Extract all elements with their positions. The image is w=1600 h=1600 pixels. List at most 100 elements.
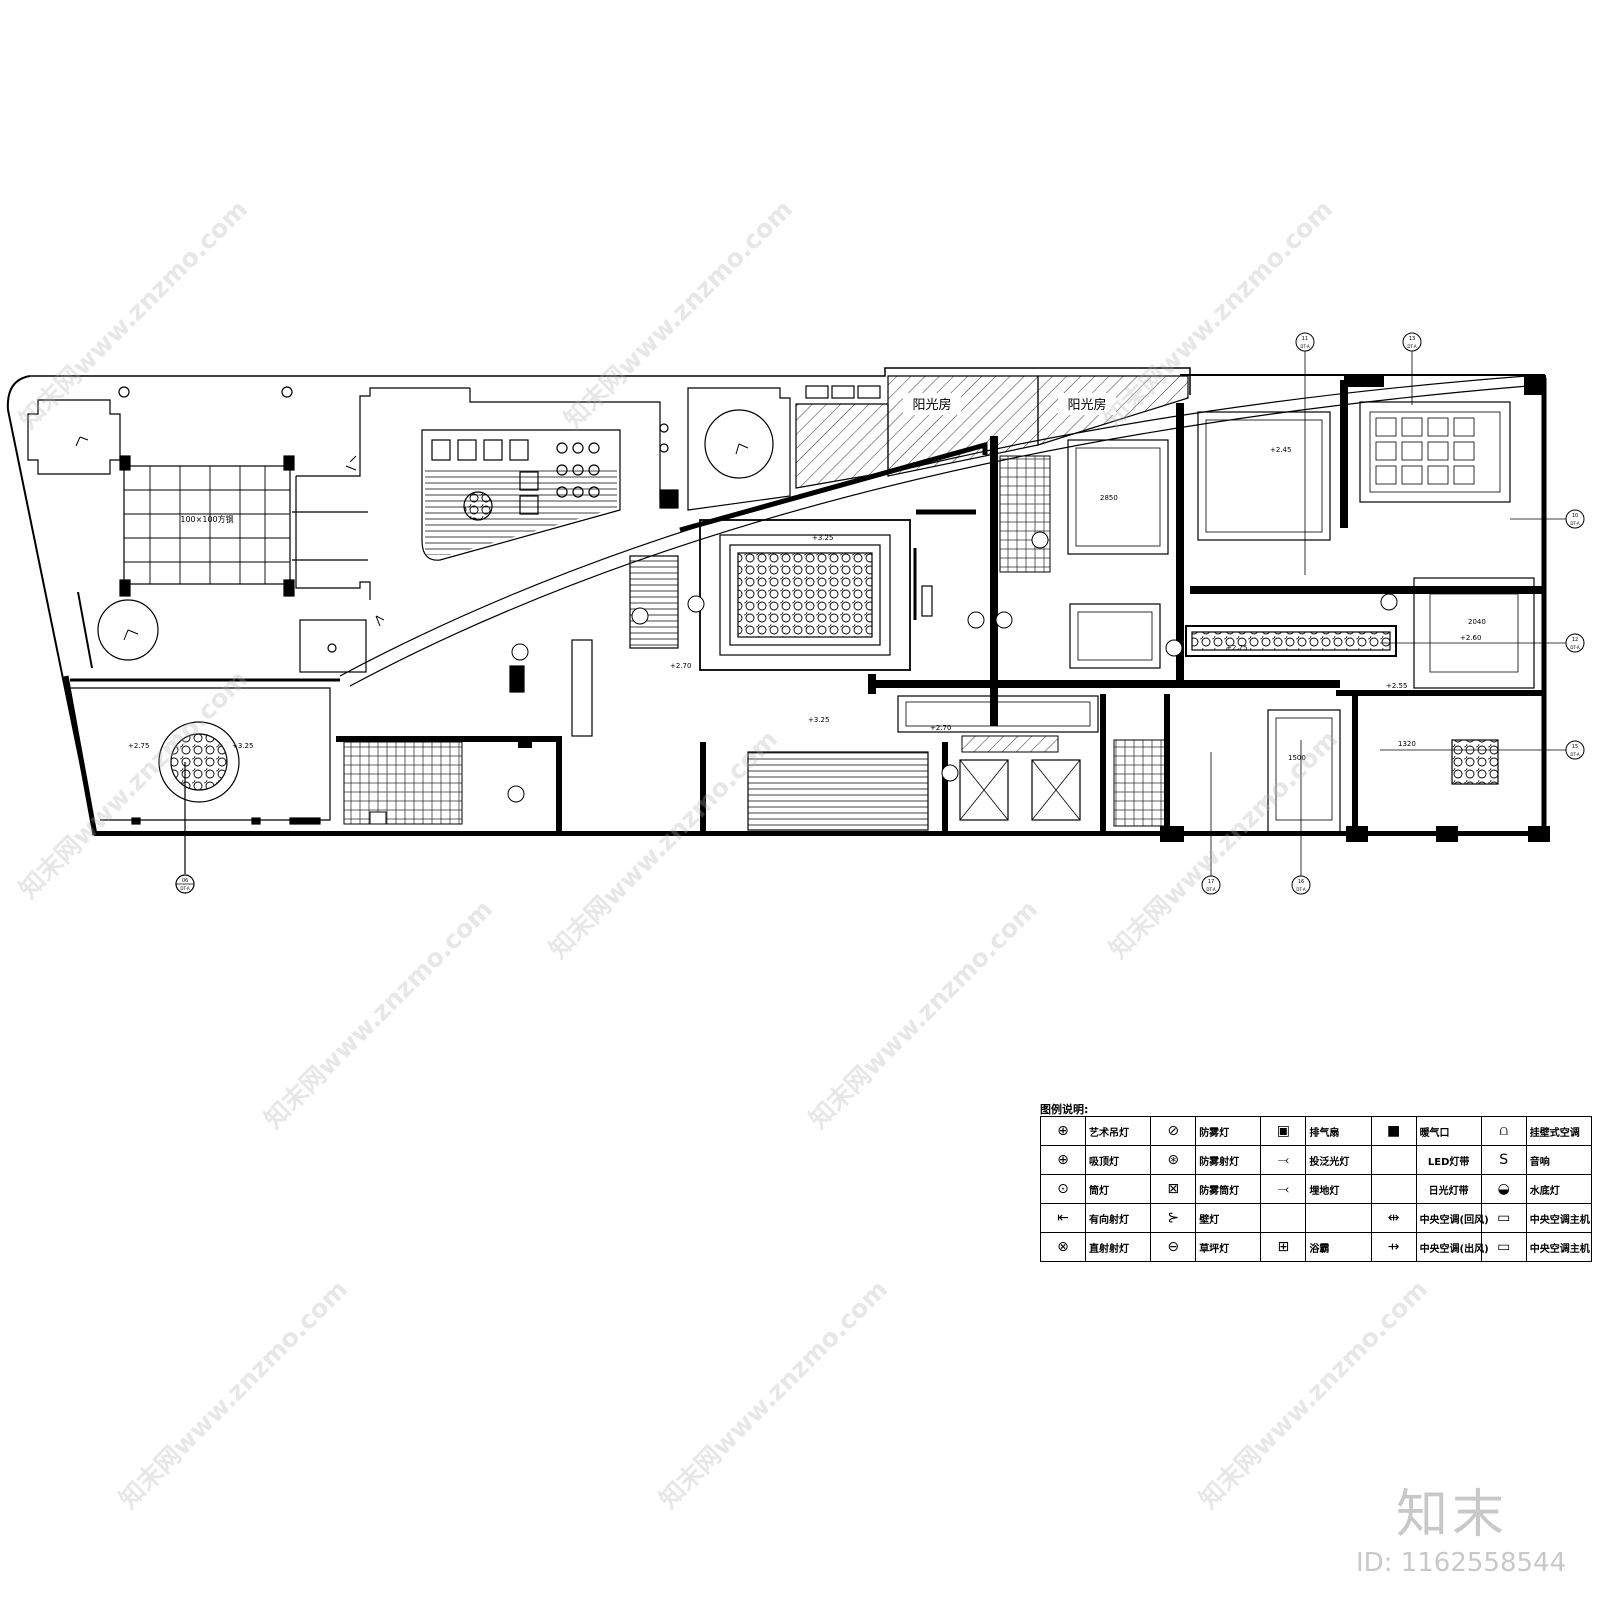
section-sheet: DT-A [1407,344,1417,349]
legend-label: 日光灯带 [1415,1174,1482,1204]
legend-label: 中央空调(出风) [1415,1232,1489,1262]
section-markers [507,332,1585,895]
legend-label [1305,1203,1372,1233]
direct-spotlight-icon: ⊗ [1040,1232,1086,1262]
section-sheet: DT-A [1206,887,1216,892]
elevation-text: +3.25 [808,716,829,724]
bathroom-tiles [343,455,1169,827]
legend-title: 图例说明: [1040,1103,1089,1116]
section-number: 06 [182,878,188,884]
section-mark-06 [175,874,195,894]
legend-row: ⊗直射射灯⊖草坪灯⊞浴霸⇸中央空调(出风)▭中央空调主机 [1040,1232,1593,1262]
wall-lamp-icon: ⊱ [1150,1203,1197,1233]
section-sheet: DT-A [1300,344,1310,349]
legend-label: 防雾射灯 [1195,1145,1262,1175]
legend-label: LED灯带 [1415,1145,1482,1175]
dimension-text: 1320 [1398,740,1416,748]
central-ac-supply-icon: ⇸ [1370,1232,1417,1262]
legend-label: 中央空调主机 [1525,1232,1593,1262]
elevation-text: +2.60 [1460,634,1481,642]
dimension-text: 2850 [1100,494,1118,502]
brand-logo: 知末 [1396,1485,1509,1545]
legend-label: 防雾筒灯 [1195,1174,1262,1204]
legend-label: 壁灯 [1195,1203,1262,1233]
legend-row: ⇤有向射灯⊱壁灯⇹中央空调(回风)▭中央空调主机 [1040,1203,1593,1233]
legend-label: 浴霸 [1305,1232,1372,1262]
section-number: 16 [1298,879,1304,885]
inground-lamp-icon: ⤙ [1260,1174,1307,1204]
elevation-text: +2.55 [1386,682,1407,690]
dimension-text: 2040 [1468,618,1486,626]
art-pendant-lamp-icon: ⊕ [1040,1116,1086,1146]
living-room [70,619,367,894]
elevation-text: +3.25 [812,534,833,542]
directional-spotlight-icon: ⇤ [1040,1203,1086,1233]
section-mark-labels: 11 DT-A 13 DT-A 10 DT-A 12 DT-A 15 DT-A … [180,336,1580,892]
dimension-text: 1500 [1288,754,1306,762]
section-number: 17 [1208,879,1214,885]
section-sheet: DT-A [1570,521,1580,526]
central-lounge [509,509,976,737]
elevation-text: +2.70 [930,724,951,732]
section-number: 15 [1572,744,1578,750]
speaker-icon: S [1480,1145,1527,1175]
structural-walls [336,375,1550,842]
section-number: 13 [1409,336,1415,342]
legend-label: 中央空调主机 [1525,1203,1593,1233]
legend-label: 防雾灯 [1195,1116,1262,1146]
elevation-text: +2.75 [1226,644,1247,652]
section-sheet: DT-A [1296,887,1306,892]
bedroom-suites [747,401,1535,833]
pergola-grid [124,466,290,584]
image-id-label: ID: 1162558544 [1356,1548,1567,1578]
legend-row: ⊙筒灯⊠防雾筒灯⤙埋地灯日光灯带◒水底灯 [1040,1174,1593,1204]
ceiling-lamp-icon: ⊕ [1040,1145,1086,1175]
annotations: +2.75 +3.25 +3.25 +2.70 +3.25 +2.70 +2.7… [128,446,1486,762]
fluorescent-strip-icon [1370,1174,1417,1204]
lawn-lamp-icon: ⊖ [1150,1232,1197,1262]
legend-label: 水底灯 [1525,1174,1593,1204]
elevation-text: +3.25 [232,742,253,750]
wall-ac-icon: ⩍ [1480,1116,1527,1146]
sunroom-label-right: 阳光房 [1067,397,1106,413]
legend-label: 排气扇 [1305,1116,1372,1146]
legend-label: 暖气口 [1415,1116,1482,1146]
elevation-text: +2.45 [1270,446,1291,454]
elevation-text: +2.75 [128,742,149,750]
legend: 图例说明: ⊕艺术吊灯⊘防雾灯▣排气扇■暖气口⩍挂壁式空调⊕吸顶灯⊛防雾射灯⤙投… [1040,1101,1593,1262]
section-sheet: DT-A [1570,752,1580,757]
sunroom-label-left: 阳光房 [912,397,951,413]
section-number: 11 [1302,336,1308,342]
coffered-ceiling [1375,417,1475,485]
legend-label: 音响 [1525,1145,1593,1175]
legend-label: 草坪灯 [1195,1232,1262,1262]
heating-vent-icon: ■ [1370,1116,1417,1146]
elevation-text: +2.70 [670,662,691,670]
legend-label: 投泛光灯 [1305,1145,1372,1175]
legend-row: ⊕艺术吊灯⊘防雾灯▣排气扇■暖气口⩍挂壁式空调 [1040,1116,1593,1146]
section-sheet: DT-A [180,886,190,891]
central-ac-unit-icon: ▭ [1480,1232,1527,1262]
legend-label: 挂壁式空调 [1525,1116,1593,1146]
legend-label: 艺术吊灯 [1084,1116,1152,1146]
legend-label: 埋地灯 [1305,1174,1372,1204]
downlight-icon: ⊙ [1040,1174,1086,1204]
legend-empty-symbol [1260,1203,1307,1233]
led-strip-icon [1370,1145,1417,1175]
moisture-proof-spotlight-icon: ⊛ [1150,1145,1197,1175]
exhaust-fan-icon: ▣ [1260,1116,1307,1146]
terrace-area [27,386,470,669]
floodlight-icon: ⤙ [1260,1145,1307,1175]
sunroom-right: 阳光房 [1037,375,1189,446]
round-courtyard [687,385,889,511]
section-number: 10 [1572,513,1578,519]
sunroom-left: 阳光房 [887,375,1039,477]
bath-heater-icon: ⊞ [1260,1232,1307,1262]
legend-table: ⊕艺术吊灯⊘防雾灯▣排气扇■暖气口⩍挂壁式空调⊕吸顶灯⊛防雾射灯⤙投泛光灯 LED… [1040,1116,1593,1262]
legend-label: 中央空调(回风) [1415,1203,1489,1233]
legend-label: 吸顶灯 [1084,1145,1152,1175]
central-ac-return-icon: ⇹ [1370,1203,1417,1233]
